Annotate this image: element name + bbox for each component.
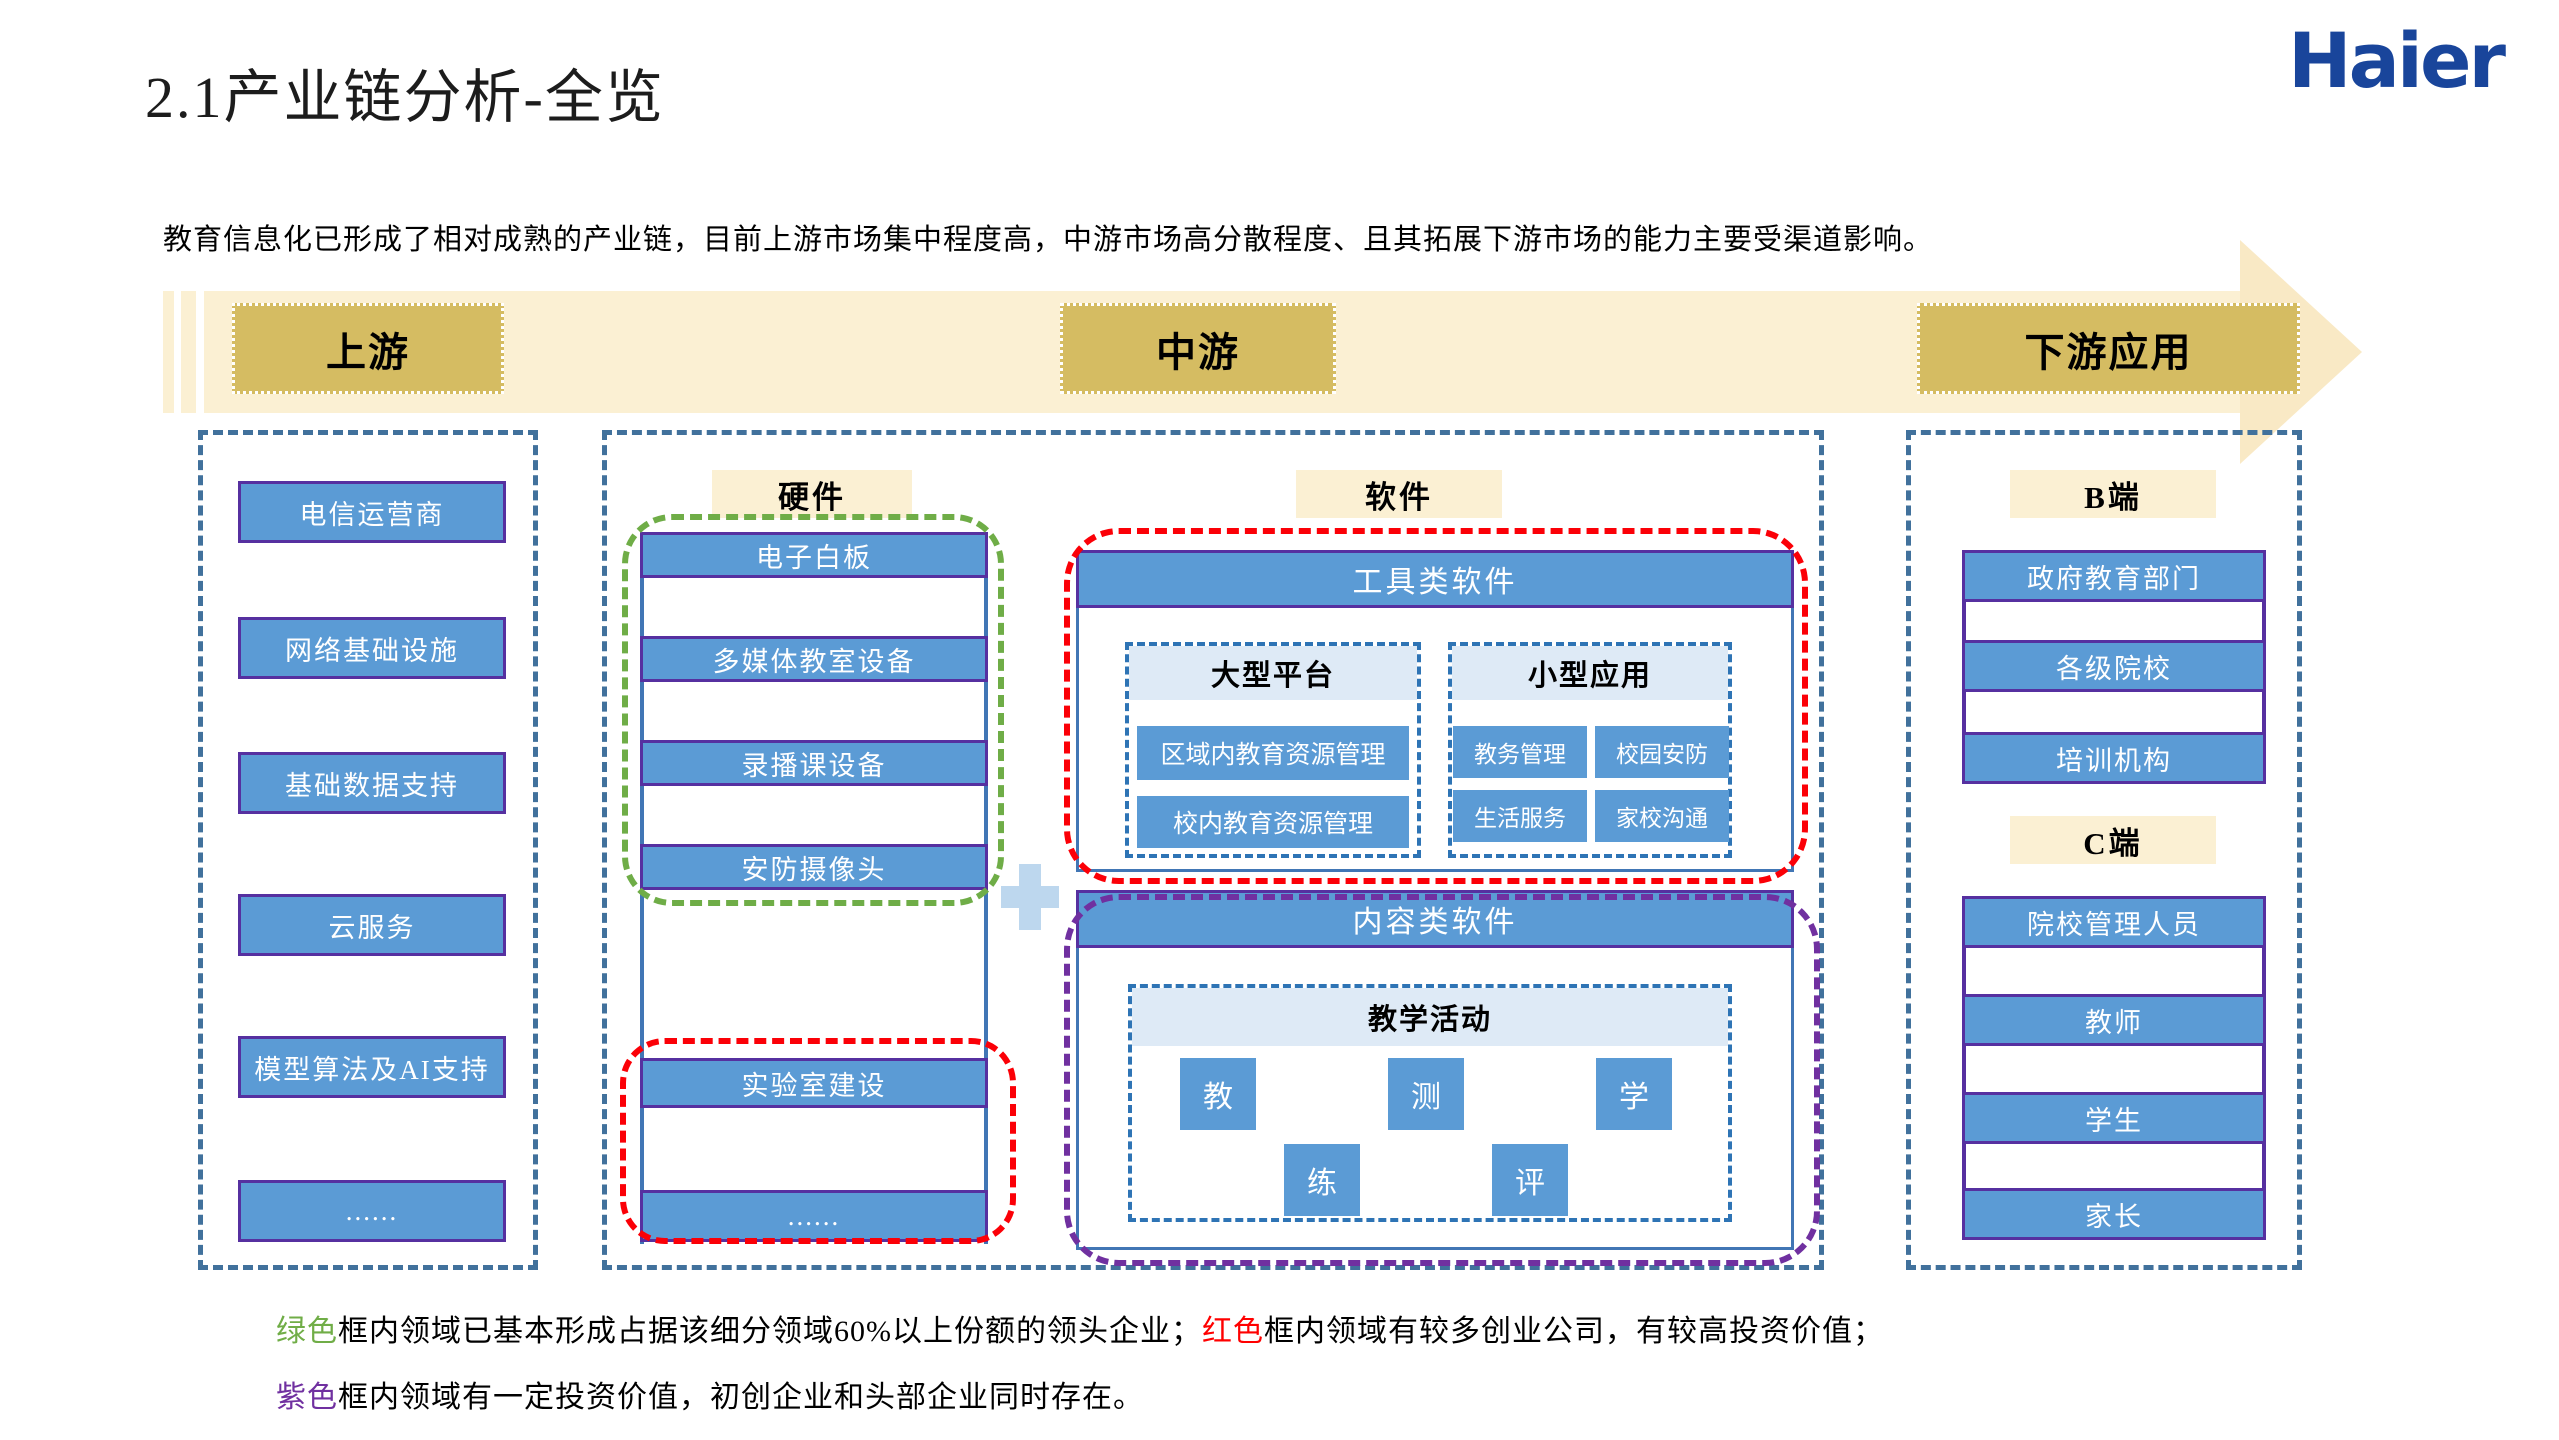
haier-logo: Haier — [2288, 16, 2506, 105]
small-app-item: 家校沟通 — [1595, 790, 1729, 842]
purple-dashed-frame — [1064, 894, 1820, 1266]
red-dashed-frame-hardware — [620, 1038, 1016, 1244]
footnote-line-2: 紫色框内领域有一定投资价值，初创企业和头部企业同时存在。 — [276, 1372, 1144, 1416]
c-side-item: 院校管理人员 — [1962, 896, 2266, 948]
hardware-item: 电子白板 — [640, 532, 988, 578]
small-app-item: 校园安防 — [1595, 726, 1729, 778]
teaching-step: 评 — [1492, 1144, 1568, 1216]
b-side-item: 政府教育部门 — [1962, 550, 2266, 602]
arrow-stripe — [181, 291, 196, 413]
footnote-line-1: 绿色框内领域已基本形成占据该细分领域60%以上份额的领头企业；红色框内领域有较多… — [276, 1306, 1884, 1350]
small-app-item: 生活服务 — [1453, 790, 1587, 842]
page-title: 2.1产业链分析-全览 — [145, 65, 665, 130]
footnote-purple-label: 紫色 — [276, 1381, 338, 1414]
upstream-item: 模型算法及AI支持 — [238, 1036, 506, 1098]
footnote-red-label: 红色 — [1202, 1315, 1264, 1348]
b-side-item: 培训机构 — [1962, 732, 2266, 784]
subtitle-text: 教育信息化已形成了相对成熟的产业链，目前上游市场集中程度高，中游市场高分散程度、… — [163, 224, 1934, 256]
large-platform-item: 校内教育资源管理 — [1137, 796, 1409, 848]
red-dashed-frame-software — [1064, 528, 1808, 884]
c-side-header: C端 — [2010, 816, 2216, 864]
teaching-step: 测 — [1388, 1058, 1464, 1130]
b-side-stack: 政府教育部门 各级院校 培训机构 — [1962, 550, 2266, 784]
tools-software-title: 工具类软件 — [1076, 550, 1794, 608]
footnote-text: 框内领域有较多创业公司，有较高投资价值； — [1264, 1315, 1884, 1348]
hardware-lab-item: ...... — [640, 1190, 988, 1242]
stage-label-downstream: 下游应用 — [1917, 303, 2300, 394]
upstream-item: 电信运营商 — [238, 481, 506, 543]
hardware-stack: 电子白板 多媒体教室设备 录播课设备 安防摄像头 实验室建设 ...... — [640, 532, 988, 1244]
stage-label-upstream: 上游 — [232, 303, 504, 394]
c-side-item: 教师 — [1962, 994, 2266, 1046]
upstream-item: 基础数据支持 — [238, 752, 506, 814]
teaching-step: 练 — [1284, 1144, 1360, 1216]
hardware-lab-item: 实验室建设 — [640, 1058, 988, 1108]
teaching-step: 学 — [1596, 1058, 1672, 1130]
downstream-column-frame — [1906, 430, 2302, 1270]
small-app-item: 教务管理 — [1453, 726, 1587, 778]
stage-label-midstream: 中游 — [1060, 303, 1336, 394]
c-side-stack: 院校管理人员 教师 学生 家长 — [1962, 896, 2266, 1240]
midstream-column-frame — [602, 430, 1824, 1270]
b-side-header: B端 — [2010, 470, 2216, 518]
large-platform-title: 大型平台 — [1129, 646, 1417, 700]
upstream-item: 网络基础设施 — [238, 617, 506, 679]
upstream-column-frame — [198, 430, 538, 1270]
hardware-header: 硬件 — [712, 470, 912, 518]
plus-icon — [1001, 886, 1059, 908]
software-header: 软件 — [1296, 470, 1502, 518]
footnote-text: 框内领域有一定投资价值，初创企业和头部企业同时存在。 — [338, 1381, 1144, 1414]
teaching-step: 教 — [1180, 1058, 1256, 1130]
c-side-item: 家长 — [1962, 1188, 2266, 1240]
upstream-item: ...... — [238, 1180, 506, 1242]
arrow-stripe — [163, 291, 174, 413]
footnote-green-label: 绿色 — [276, 1315, 338, 1348]
small-apps-title: 小型应用 — [1452, 646, 1728, 700]
teaching-activity-title: 教学活动 — [1132, 988, 1728, 1046]
upstream-item: 云服务 — [238, 894, 506, 956]
large-platform-item: 区域内教育资源管理 — [1137, 726, 1409, 780]
green-dashed-frame — [622, 514, 1004, 906]
hardware-item: 录播课设备 — [640, 740, 988, 786]
c-side-item: 学生 — [1962, 1092, 2266, 1144]
footnote-text: 框内领域已基本形成占据该细分领域60%以上份额的领头企业； — [338, 1315, 1202, 1348]
b-side-item: 各级院校 — [1962, 640, 2266, 692]
hardware-item: 多媒体教室设备 — [640, 636, 988, 682]
